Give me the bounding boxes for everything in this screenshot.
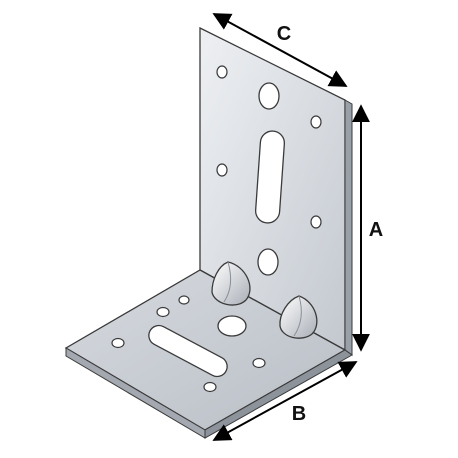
hole-icon bbox=[252, 357, 266, 369]
slot-icon bbox=[254, 130, 286, 224]
hole-icon bbox=[111, 337, 125, 349]
hole-icon bbox=[217, 315, 247, 337]
base-plate-holes bbox=[111, 295, 266, 393]
dimension-c-line bbox=[212, 13, 348, 87]
dimension-b-label: B bbox=[292, 403, 306, 425]
hole-icon bbox=[257, 248, 279, 276]
dimension-c-label: C bbox=[277, 23, 291, 45]
hole-icon bbox=[156, 306, 170, 318]
hole-icon bbox=[258, 82, 280, 110]
hole-icon bbox=[216, 163, 228, 177]
dimension-lines bbox=[212, 13, 370, 441]
hole-icon bbox=[203, 381, 217, 393]
hole-icon bbox=[216, 65, 228, 79]
dimension-b-line bbox=[212, 361, 358, 441]
rib-icon bbox=[279, 295, 318, 339]
hole-icon bbox=[178, 295, 190, 305]
rib-icon bbox=[211, 261, 251, 306]
reinforcing-ribs bbox=[211, 261, 318, 339]
hole-icon bbox=[310, 215, 322, 229]
hole-icon bbox=[310, 115, 322, 129]
dimension-a-label: A bbox=[369, 219, 383, 241]
